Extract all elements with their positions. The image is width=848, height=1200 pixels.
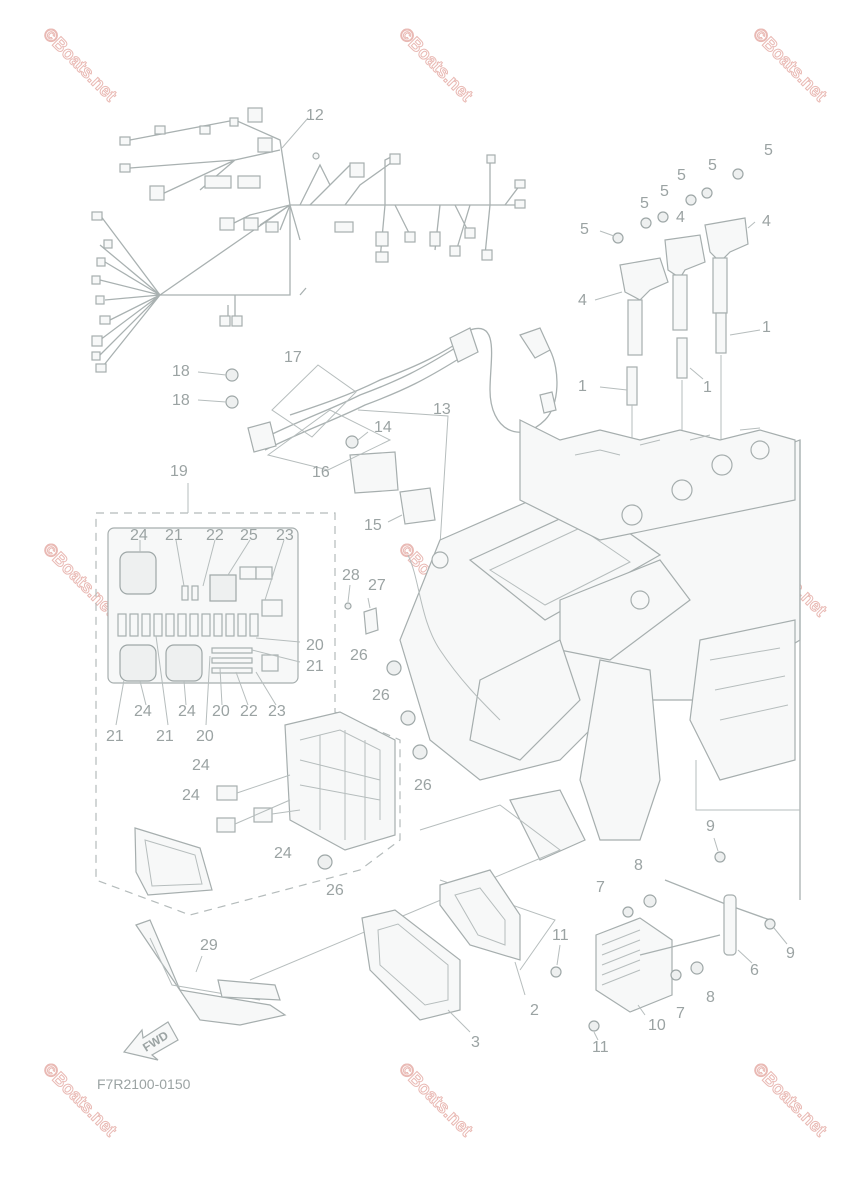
callout-26: 26 — [372, 687, 390, 704]
callout-23: 23 — [276, 527, 294, 544]
callout-4: 4 — [676, 209, 685, 226]
callout-27: 27 — [368, 577, 386, 594]
callout-25: 25 — [240, 527, 258, 544]
callout-21: 21 — [165, 527, 183, 544]
callout-24: 24 — [130, 527, 148, 544]
callout-5: 5 — [580, 221, 589, 238]
drawing-code: F7R2100-0150 — [97, 1076, 191, 1092]
callout-5: 5 — [708, 157, 717, 174]
callout-21: 21 — [106, 728, 124, 745]
watermark: ©Boats.net — [749, 1059, 831, 1141]
callout-16: 16 — [312, 464, 330, 481]
callout-20: 20 — [196, 728, 214, 745]
callout-17: 17 — [284, 349, 302, 366]
callout-26: 26 — [350, 647, 368, 664]
callout-9: 9 — [706, 818, 715, 835]
fuse-row — [117, 585, 259, 674]
callout-7: 7 — [676, 1005, 685, 1022]
callout-5: 5 — [660, 183, 669, 200]
callout-7: 7 — [596, 879, 605, 896]
callout-18: 18 — [172, 363, 190, 380]
callout-26: 26 — [326, 882, 344, 899]
fuse-box-group: 19 24 21 22 25 23 20 21 24 24 20 22 23 2… — [95, 463, 401, 916]
watermark: ©Boats.net — [749, 24, 831, 106]
watermark: ©Boats.net — [395, 1059, 477, 1141]
callout-21: 21 — [306, 658, 324, 675]
callout-9: 9 — [786, 945, 795, 962]
callout-1: 1 — [578, 378, 587, 395]
callout-5: 5 — [640, 195, 649, 212]
callout-2: 2 — [530, 1002, 539, 1019]
callout-12: 12 — [306, 107, 324, 124]
callout-19: 19 — [170, 463, 188, 480]
callout-6: 6 — [750, 962, 759, 979]
callout-22: 22 — [206, 527, 224, 544]
callout-10: 10 — [648, 1017, 666, 1034]
callout-13: 13 — [433, 401, 451, 418]
callout-24: 24 — [192, 757, 210, 774]
callout-18: 18 — [172, 392, 190, 409]
callout-4: 4 — [762, 213, 771, 230]
callout-29: 29 — [200, 937, 218, 954]
callout-28: 28 — [342, 567, 360, 584]
callout-24: 24 — [182, 787, 200, 804]
ignition-coils: 5 5 5 5 5 5 4 4 4 1 1 1 — [578, 142, 773, 500]
callout-21: 21 — [156, 728, 174, 745]
callout-5: 5 — [764, 142, 773, 159]
callout-20: 20 — [212, 703, 230, 720]
callout-8: 8 — [634, 857, 643, 874]
callout-26: 26 — [414, 777, 432, 794]
callout-5: 5 — [677, 167, 686, 184]
callout-8: 8 — [706, 989, 715, 1006]
cables: 18 18 17 16 14 13 15 — [172, 327, 558, 546]
callout-11: 11 — [552, 927, 569, 944]
callout-22: 22 — [240, 703, 258, 720]
watermark: ©Boats.net — [39, 1059, 121, 1141]
callout-3: 3 — [471, 1034, 480, 1051]
callout-20: 20 — [306, 637, 324, 654]
bolt-5 — [612, 168, 744, 244]
callout-11: 11 — [592, 1039, 609, 1056]
callout-14: 14 — [374, 419, 392, 436]
fwd-arrow: FWD — [122, 1021, 179, 1061]
callout-24: 24 — [134, 703, 152, 720]
watermark: ©Boats.net — [39, 24, 121, 106]
grommets: 28 27 26 26 26 — [342, 567, 432, 794]
callout-15: 15 — [364, 517, 382, 534]
watermark: ©Boats.net — [395, 24, 477, 106]
wire-harness: 12 — [91, 107, 526, 373]
engine — [399, 419, 801, 900]
callout-1: 1 — [762, 319, 771, 336]
rectifier-group: 2 3 10 11 11 6 7 7 8 8 9 9 — [135, 804, 795, 1056]
callout-1: 1 — [703, 379, 712, 396]
callout-24: 24 — [274, 845, 292, 862]
callout-4: 4 — [578, 292, 587, 309]
callout-24: 24 — [178, 703, 196, 720]
callout-23: 23 — [268, 703, 286, 720]
